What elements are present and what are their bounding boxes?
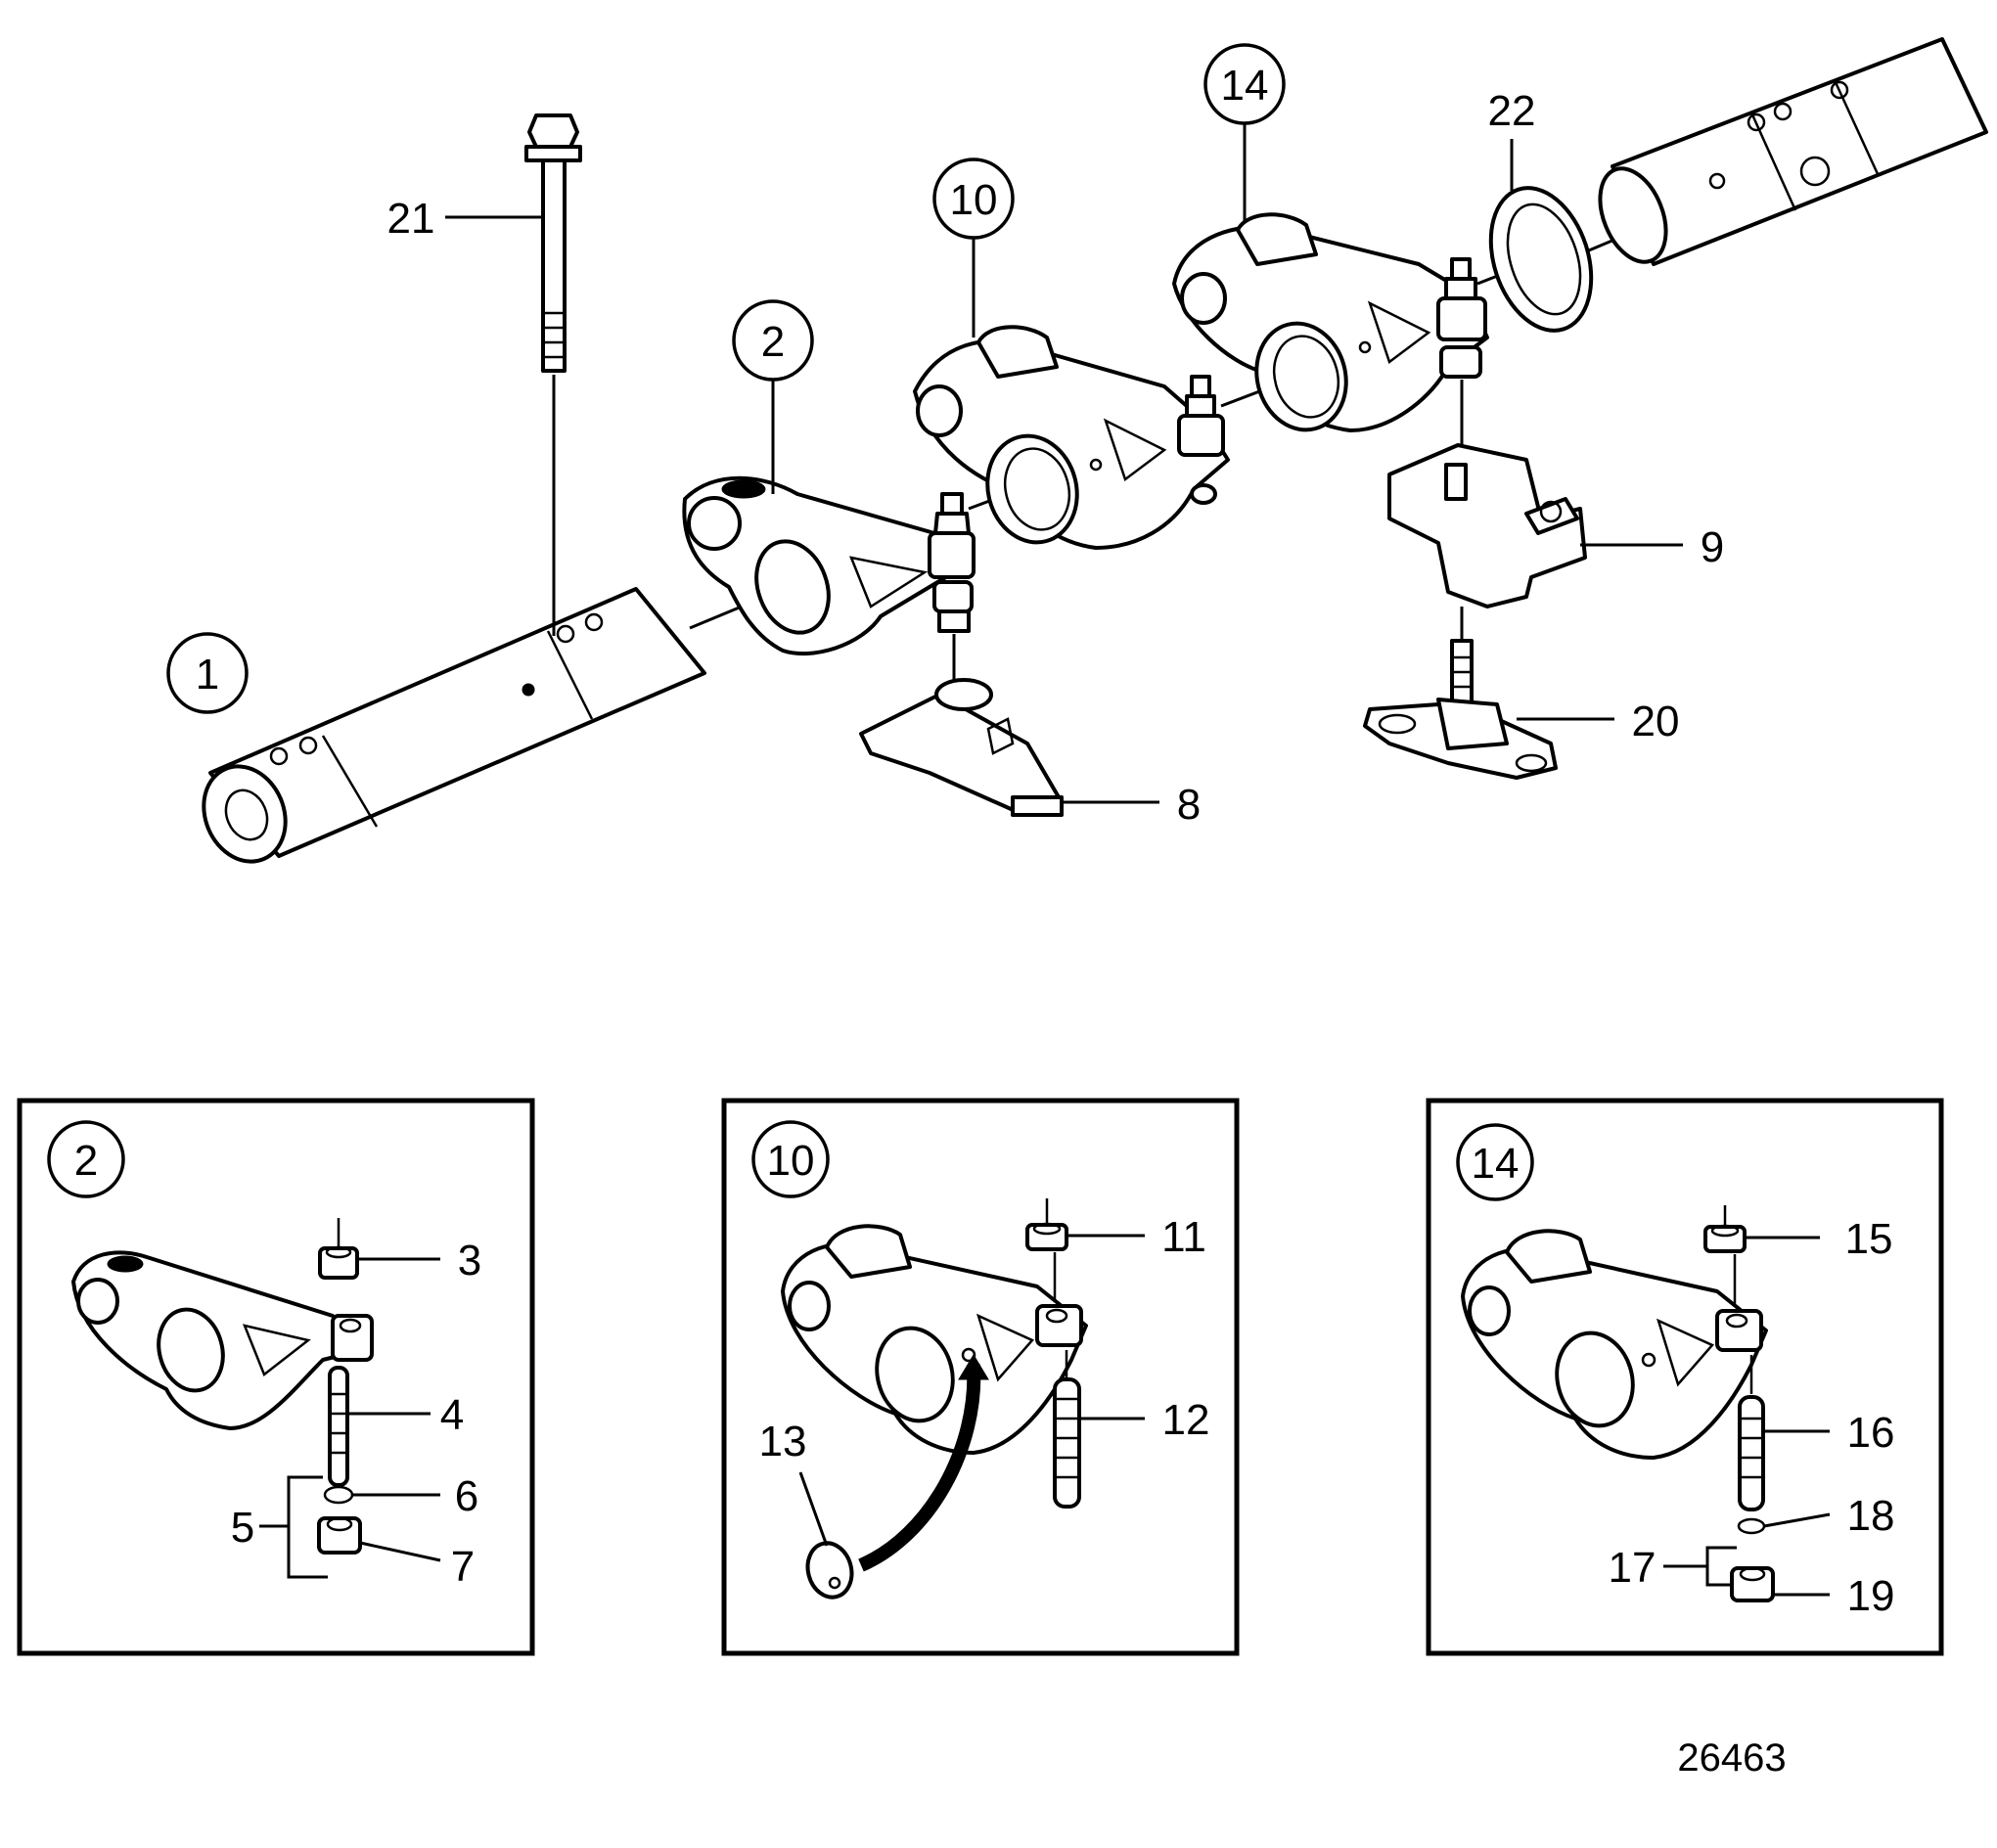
inset-2-adjusting-screw [328,1366,349,1487]
balloon-1: 1 [166,632,249,714]
inset-2-label-6: 6 [455,1472,478,1520]
label-2: 2 [761,318,785,366]
inset-2-label-7: 7 [451,1543,475,1591]
valve-bridge-8 [859,678,1064,817]
balloon-2: 2 [732,299,814,382]
inset-10-label-11: 11 [1161,1213,1206,1261]
inset-10-label-13: 13 [759,1418,807,1465]
inset-10-label-12: 12 [1162,1396,1210,1444]
inset-10-title: 10 [767,1137,815,1185]
inset-14-rocker-arm [1461,1229,1768,1460]
bushing-ring-22 [1488,186,1594,333]
bolt [524,113,582,373]
inset-rocker-arm-10: 10 [721,1098,1240,1656]
label-9: 9 [1701,523,1724,571]
inset-2-label-3: 3 [458,1237,481,1285]
inset-14-locknut [1703,1205,1747,1306]
label-1: 1 [196,651,219,699]
label-8: 8 [1177,781,1201,829]
drawing-number: 26463 [1677,1736,1786,1780]
inset-14-title-balloon [1456,1123,1534,1201]
rocker-shaft-far-end [1598,37,1988,266]
rocker-arm-10 [913,325,1230,550]
inset-10-title-balloon [751,1120,830,1198]
inset-10-arrow [858,1364,981,1572]
inset-10-rocker-arm [781,1224,1088,1455]
inset-14-frame [1426,1098,1944,1656]
inset-14-adjusting-screw [1738,1355,1765,1511]
inset-14-title: 14 [1472,1140,1520,1188]
inset-2-label-4: 4 [440,1391,464,1439]
inset-10-arrowhead [958,1354,989,1380]
inset-2-leader-7 [359,1541,441,1562]
label-14: 14 [1221,62,1269,110]
inset-2-title: 2 [74,1137,98,1185]
inset-rocker-arm-2: 2 [17,1098,535,1656]
inset-14-label-19: 19 [1847,1572,1895,1620]
inset-2-nut-bottom [317,1516,362,1555]
inset-2-label-5: 5 [231,1504,254,1552]
rocker-shaft [202,587,706,864]
inset-2-rocker-arm [71,1250,374,1430]
inset-2-washer [323,1485,354,1505]
inset-10-leader-13 [798,1471,829,1547]
inset-14-label-17: 17 [1609,1544,1657,1592]
bridge-guide-20 [1363,639,1558,780]
label-20: 20 [1632,698,1680,745]
balloon-14: 14 [1203,43,1286,125]
label-22: 22 [1488,87,1536,135]
inset-10-frame [721,1098,1240,1656]
rocker-arm-2 [682,475,976,656]
inset-2-frame [17,1098,535,1656]
valve-bridge-9 [1387,443,1587,608]
label-21: 21 [387,195,435,243]
inset-14-label-18: 18 [1847,1492,1895,1540]
inset-14-leader-18 [1763,1512,1831,1528]
inset-10-plug [805,1541,854,1600]
inset-rocker-arm-14: 14 [1426,1098,1944,1656]
inset-14-washer [1737,1517,1766,1535]
inset-2-title-balloon [47,1120,125,1198]
inset-14-label-16: 16 [1847,1409,1895,1457]
rocker-arm-14 [1172,212,1489,432]
inset-2-locknut-top [318,1218,359,1280]
balloon-10: 10 [932,158,1015,240]
inset-14-label-15: 15 [1845,1215,1893,1263]
inset-10-adjusting-screw [1053,1350,1081,1509]
inset-14-nut-bottom [1730,1566,1775,1602]
label-10: 10 [950,176,998,224]
